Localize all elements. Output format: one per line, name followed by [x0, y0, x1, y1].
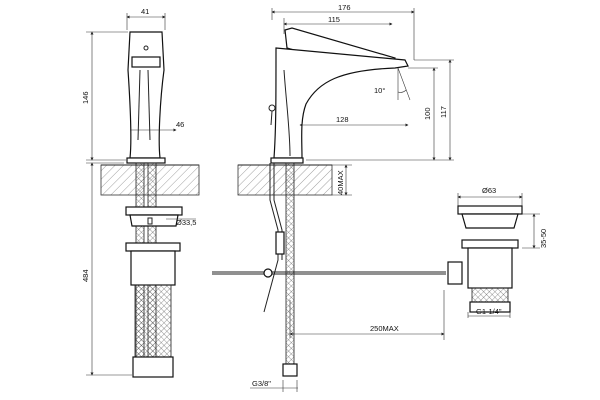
- dim-side-angle: 10°: [374, 86, 385, 95]
- front-view: 41 46 146 Ø33,5: [81, 7, 200, 378]
- side-view: 176 115 10° 128 100 117: [212, 3, 454, 392]
- front-faucet-body: [127, 31, 165, 159]
- dim-side-total-height: 117: [439, 106, 448, 118]
- dim-side-total-length: 176: [338, 3, 351, 12]
- waste-detail: Ø63 35-50 G1-1/4": [447, 186, 548, 318]
- waste-side-port: [447, 261, 463, 285]
- side-hose-nut: [282, 363, 298, 377]
- side-base-flange: [270, 157, 304, 164]
- dim-side-spout-length: 115: [328, 15, 340, 24]
- dim-front-total: 484: [81, 269, 90, 282]
- side-rod-knob-icon: [263, 268, 273, 278]
- waste-body: [467, 247, 513, 289]
- dim-waste-height: 35-50: [539, 229, 548, 248]
- waste-top-flange: [457, 205, 523, 215]
- waste-thread: [471, 287, 509, 303]
- dim-side-thread: G3/8": [252, 379, 271, 388]
- dim-front-hole: Ø33,5: [176, 218, 196, 227]
- front-waste-nut: [125, 242, 181, 252]
- side-connector: [275, 231, 285, 255]
- front-waste-body: [130, 250, 176, 286]
- dim-side-spout-height: 100: [423, 107, 432, 120]
- side-hose: [285, 162, 295, 376]
- side-pop-up-knob-icon: [268, 104, 276, 112]
- front-waste-top: [125, 206, 183, 216]
- dim-waste-diameter: Ø63: [482, 186, 496, 195]
- dim-front-width: 41: [141, 7, 149, 16]
- dim-front-height: 146: [81, 91, 90, 104]
- front-waste-thread: [134, 284, 172, 358]
- front-waste-tail: [132, 356, 174, 378]
- dim-side-rod-max: 250MAX: [370, 324, 399, 333]
- front-handle-slot: [131, 56, 161, 68]
- dim-waste-thread: G1-1/4": [476, 307, 502, 316]
- dim-side-deck-max: 40MAX: [336, 170, 345, 195]
- side-spout: [273, 47, 409, 159]
- dim-side-reach: 128: [336, 115, 349, 124]
- side-countertop: [237, 164, 333, 196]
- dim-front-base-depth: 46: [176, 120, 184, 129]
- waste-lock-nut: [461, 239, 519, 249]
- front-base-flange: [126, 157, 166, 164]
- front-indicator-icon: [143, 45, 149, 51]
- waste-tail: [469, 301, 511, 313]
